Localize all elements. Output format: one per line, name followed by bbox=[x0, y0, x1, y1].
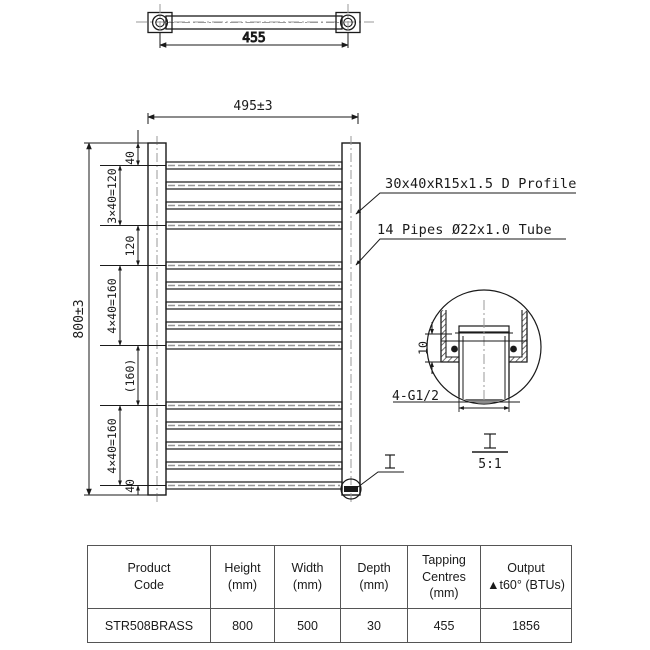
detail-thickness-dimension: 10 bbox=[416, 341, 430, 355]
detail-callout-marker bbox=[357, 454, 404, 488]
header-line: (mm) bbox=[429, 586, 459, 601]
header-width: Width (mm) bbox=[274, 545, 341, 609]
header-line: (mm) bbox=[292, 578, 323, 592]
rail bbox=[165, 401, 343, 410]
rail bbox=[165, 341, 343, 350]
rail bbox=[165, 321, 343, 330]
detail-view bbox=[393, 289, 542, 412]
header-line: Tapping bbox=[422, 552, 466, 567]
rail bbox=[165, 441, 343, 450]
header-line: Product bbox=[127, 561, 171, 576]
detail-scale-label bbox=[472, 433, 508, 453]
annotation-pipes-note: 14 Pipes Ø22x1.0 Tube bbox=[377, 222, 552, 238]
front-view-width-dimension: 495±3 bbox=[233, 99, 272, 114]
header-line: Code bbox=[134, 578, 164, 592]
annotation-profile-note: 30x40xR15x1.5 D Profile bbox=[385, 176, 577, 192]
cell-width: 500 bbox=[274, 608, 341, 643]
rail bbox=[165, 201, 343, 210]
front-view bbox=[84, 113, 362, 502]
header-product-code: Product Code bbox=[87, 545, 211, 609]
rail bbox=[165, 261, 343, 270]
top-view bbox=[136, 4, 374, 48]
header-output: Output ▲t60° (BTUs) bbox=[480, 545, 572, 609]
header-line: Centres bbox=[422, 569, 466, 584]
dim-label-middle-gap: (160) bbox=[123, 359, 137, 394]
cell-depth: 30 bbox=[340, 608, 408, 643]
rail bbox=[165, 181, 343, 190]
table-row: STR508BRASS 800 500 30 455 1856 bbox=[87, 608, 572, 643]
rail bbox=[165, 161, 343, 170]
header-line: Width bbox=[291, 561, 324, 576]
header-depth: Depth (mm) bbox=[340, 545, 408, 609]
product-spec-table: Product Code Height (mm) Width (mm) Dept… bbox=[87, 545, 572, 643]
rail bbox=[165, 481, 343, 490]
width-dimension-group bbox=[147, 113, 359, 124]
cell-product-code: STR508BRASS bbox=[87, 608, 211, 643]
header-line: Height bbox=[224, 561, 261, 576]
detail-scale-ratio: 5:1 bbox=[478, 457, 501, 472]
top-view-dimension-455: 455 bbox=[242, 31, 265, 46]
rail bbox=[165, 221, 343, 230]
rail bbox=[165, 281, 343, 290]
cell-output: 1856 bbox=[480, 608, 572, 643]
header-line: ▲t60° (BTUs) bbox=[487, 578, 565, 592]
header-line: (mm) bbox=[227, 578, 258, 592]
rail-group-top bbox=[165, 161, 343, 230]
header-height: Height (mm) bbox=[210, 545, 275, 609]
rail bbox=[165, 461, 343, 470]
dim-label-upper-gap: 120 bbox=[123, 236, 137, 257]
rail-group-bottom bbox=[165, 401, 343, 490]
right-post bbox=[341, 136, 361, 502]
header-line: (mm) bbox=[359, 578, 389, 592]
table-header-row: Product Code Height (mm) Width (mm) Dept… bbox=[87, 545, 572, 609]
dim-label-top-margin: 40 bbox=[123, 151, 137, 165]
left-post bbox=[147, 136, 167, 502]
header-line: Depth bbox=[357, 561, 391, 576]
dim-label-bottom-margin: 40 bbox=[123, 479, 137, 493]
header-tapping-centres: Tapping Centres (mm) bbox=[407, 545, 481, 609]
detail-thread-dimension: 4-G1/2 bbox=[392, 389, 439, 404]
dim-label-middle-group: 4×40=160 bbox=[105, 278, 119, 333]
cell-height: 800 bbox=[210, 608, 275, 643]
header-line: Output bbox=[507, 561, 545, 576]
annotation-leaders bbox=[355, 192, 576, 266]
rail bbox=[165, 421, 343, 430]
dim-label-upper-group: 3×40=120 bbox=[105, 168, 119, 223]
dimension-extension-lines bbox=[84, 142, 166, 496]
rail bbox=[165, 301, 343, 310]
cell-tapping-centres: 455 bbox=[407, 608, 481, 643]
front-view-height-dimension: 800±3 bbox=[72, 299, 87, 338]
rail-group-middle bbox=[165, 261, 343, 350]
dim-label-lower-group: 4×40=160 bbox=[105, 418, 119, 473]
